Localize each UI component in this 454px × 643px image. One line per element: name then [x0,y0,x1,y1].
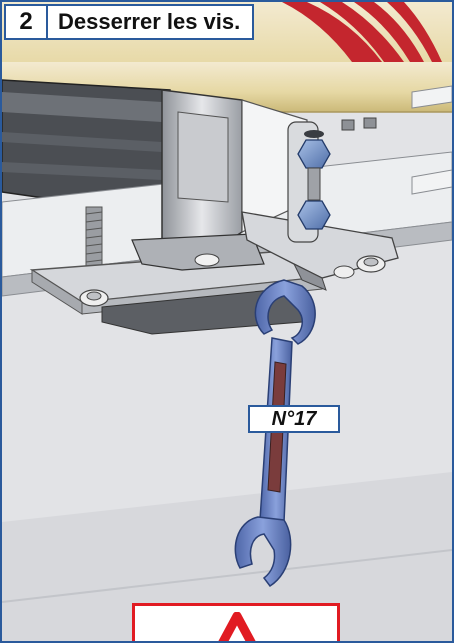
step-header: 2 Desserrer les vis. [4,4,255,40]
aluminium-profile [2,79,171,217]
warning-box [132,603,340,641]
warning-triangle-icon [218,612,256,641]
step-title: Desserrer les vis. [58,9,241,34]
clamp-bolts [287,117,386,279]
open-end-wrench-icon [234,279,316,588]
wrench-size-label: N°17 [248,405,340,433]
step-number: 2 [6,6,48,38]
